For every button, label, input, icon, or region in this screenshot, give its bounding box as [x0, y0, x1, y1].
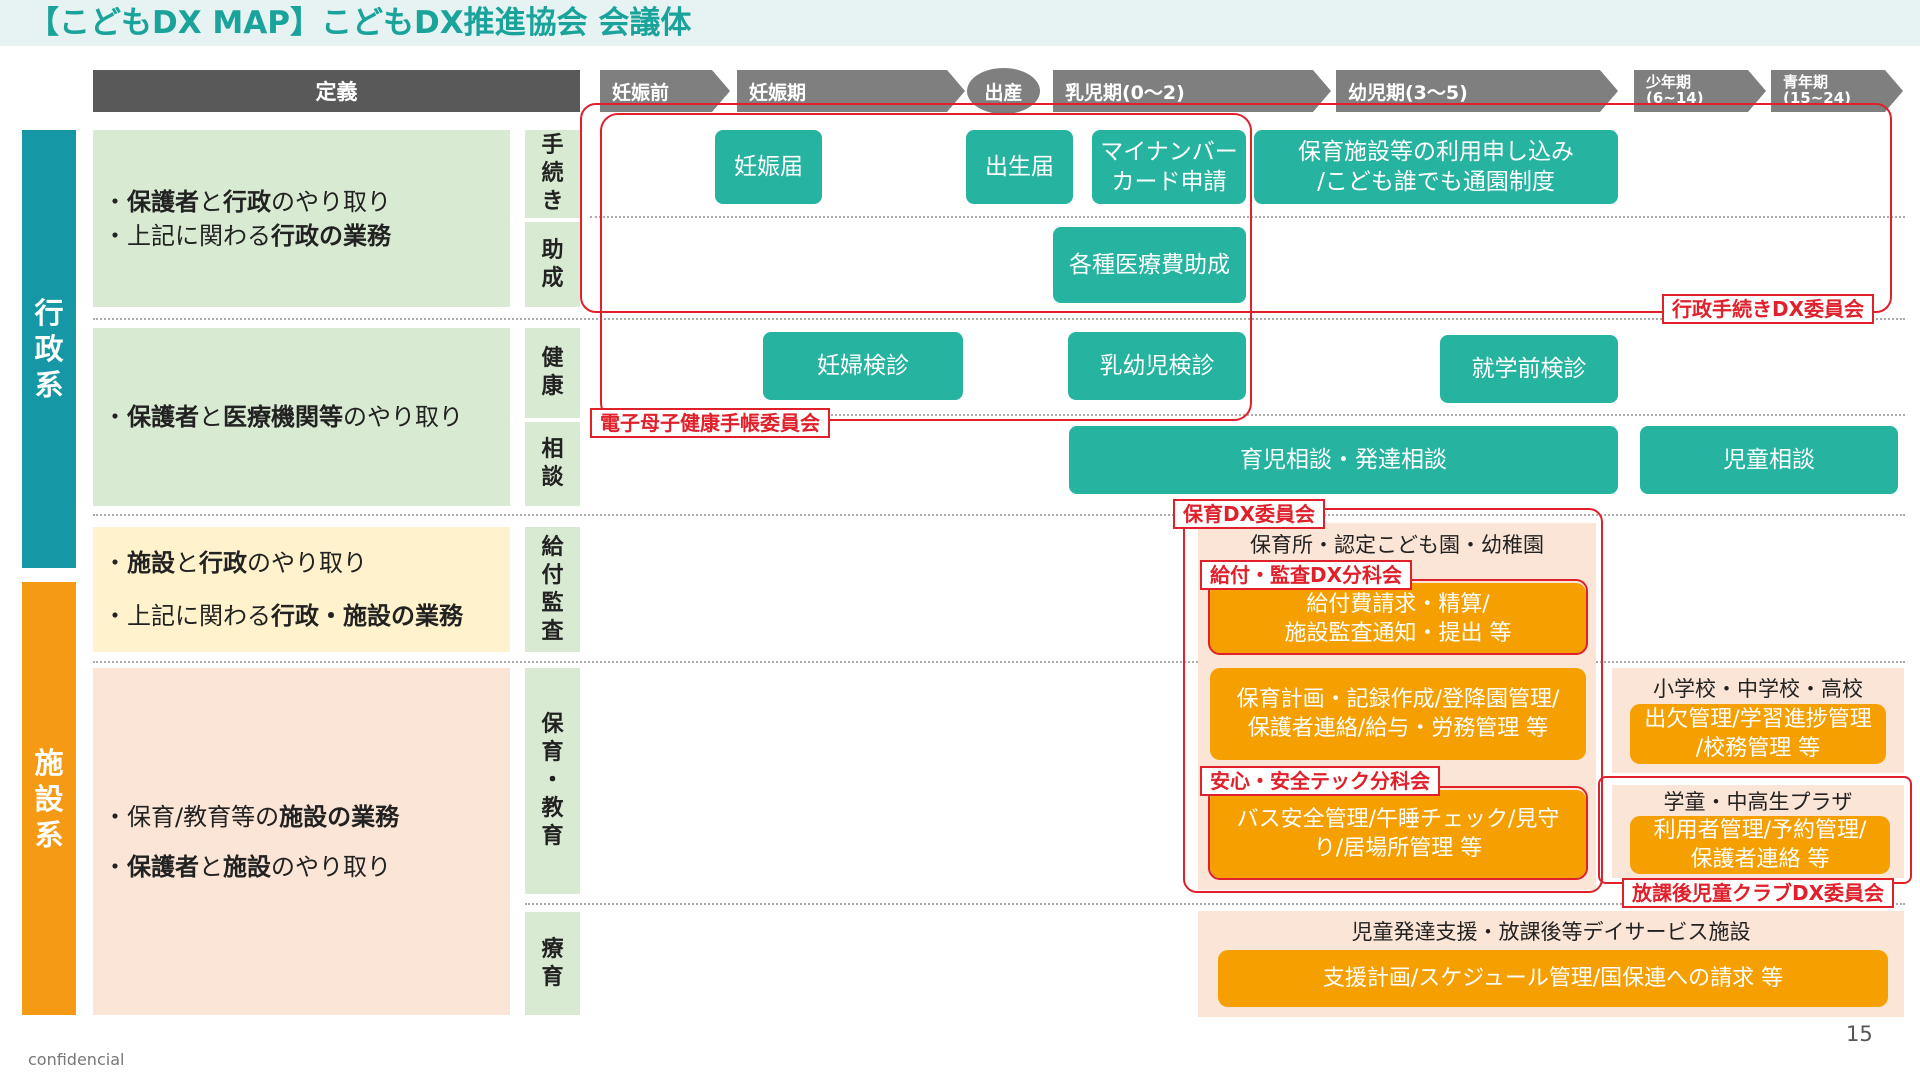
subcommittee-label-anshin: 安心・安全テック分科会 [1200, 766, 1440, 796]
bullet: ・ [103, 602, 127, 630]
ryoiku-header: 児童発達支援・放課後等デイサービス施設 [1351, 920, 1751, 944]
subcommittee-frame-anshin [1208, 786, 1588, 880]
row-separator [590, 216, 1905, 218]
box-gakudo: 利用者管理/予約管理/ 保護者連絡 等 [1630, 816, 1890, 874]
desc-line: ・上記に関わる行政の業務 [103, 219, 510, 253]
box-ryoiku: 支援計画/スケジュール管理/国保連への請求 等 [1218, 950, 1888, 1007]
desc-text: 上記に関わる [127, 602, 271, 630]
row-separator [93, 514, 1905, 516]
bullet: ・ [103, 852, 127, 881]
band-shisetsu: 施 設 系 [22, 582, 76, 1015]
stage-pre-pregnancy: 妊娠前 [600, 70, 730, 112]
desc-text: 保育/教育等の [127, 802, 280, 831]
box-hoiku-keikaku: 保育計画・記録作成/登降園管理/ 保護者連絡/給与・労務管理 等 [1210, 668, 1586, 760]
desc-line: ・保護者と医療機関等のやり取り [103, 400, 510, 434]
desc-text: と [199, 187, 223, 216]
desc-bold: 行政 [199, 549, 247, 577]
sublabel-tetsuzuki: 手 続 き [525, 130, 580, 218]
committee-frame-gyosei-tetsuzuki [580, 103, 1892, 313]
row-desc-gyosei-2: ・保護者と医療機関等のやり取り [93, 328, 510, 506]
sublabel-kyufu-kansa: 給 付 監 査 [525, 527, 580, 652]
desc-line: ・保護者と施設のやり取り [103, 850, 510, 884]
committee-label-boshi-techo: 電子母子健康手帳委員会 [590, 408, 830, 438]
band-gyosei: 行 政 系 [22, 130, 76, 568]
sublabel-ryoiku: 療 育 [525, 912, 580, 1015]
desc-text: と [199, 403, 223, 431]
school-header: 小学校・中学校・高校 [1653, 677, 1863, 701]
desc-bold: 行政・施設の業務 [271, 602, 463, 630]
committee-frame-boshi-techo [600, 113, 1252, 421]
box-bus-anzen: バス安全管理/午睡チェック/見守 り/居場所管理 等 [1210, 790, 1586, 878]
gakudo-header: 学童・中高生プラザ [1663, 790, 1853, 814]
desc-bold: 保護者 [127, 187, 199, 216]
stage-birth: 出産 [967, 68, 1040, 114]
row-separator [93, 661, 1905, 663]
committee-label-houkago: 放課後児童クラブDX委員会 [1622, 878, 1895, 908]
sublabel-hoiku-kyoiku: 保 育 ・ 教 育 [525, 668, 580, 894]
desc-bold: 保護者 [127, 852, 199, 881]
box-ikuji-soudan: 育児相談・発達相談 [1069, 426, 1618, 494]
desc-bold: 行政の業務 [271, 221, 391, 250]
box-shugaku-kenshin: 就学前検診 [1440, 335, 1618, 403]
sublabel-soudan: 相 談 [525, 422, 580, 506]
committee-frame-hoiku-dx [1183, 508, 1603, 893]
row-separator [93, 318, 1905, 320]
subcommittee-label-kyufu: 給付・監査DX分科会 [1200, 560, 1413, 590]
box-ninshin-todoke: 妊娠届 [715, 130, 822, 204]
box-kyufu: 給付費請求・精算/ 施設監査通知・提出 等 [1210, 583, 1586, 655]
confidential-note: confidencial [28, 1050, 125, 1069]
desc-text: と [199, 852, 223, 881]
hoikusho-header: 保育所・認定こども園・幼稚園 [1250, 533, 1544, 557]
row-separator [525, 903, 1905, 905]
desc-bold: 施設の業務 [279, 802, 400, 831]
row-separator [590, 414, 1905, 416]
row-desc-shisetsu-1: ・施設と行政のやり取り ・上記に関わる行政・施設の業務 [93, 527, 510, 652]
committee-label-gyosei-tetsuzuki: 行政手続きDX委員会 [1662, 294, 1875, 324]
stage-toddler: 幼児期(3〜5) [1336, 70, 1618, 112]
desc-line: ・保護者と行政のやり取り [103, 185, 510, 219]
box-jido-soudan: 児童相談 [1640, 426, 1898, 494]
page-number: 15 [1846, 1022, 1873, 1046]
desc-line: ・上記に関わる行政・施設の業務 [103, 599, 510, 633]
desc-text: と [175, 549, 199, 577]
box-shussho-todoke: 出生届 [966, 130, 1073, 204]
desc-text: のやり取り [343, 403, 463, 431]
bullet: ・ [103, 802, 127, 831]
stage-youth: 少年期 (6~14) [1634, 70, 1766, 112]
bullet: ・ [103, 549, 127, 577]
stage-pregnancy: 妊娠期 [737, 70, 965, 112]
desc-text: のやり取り [271, 187, 391, 216]
box-school: 出欠管理/学習進捗管理 /校務管理 等 [1630, 704, 1886, 764]
desc-bold: 医療機関等 [223, 403, 343, 431]
definition-header: 定義 [93, 70, 580, 112]
desc-bold: 保護者 [127, 403, 199, 431]
desc-text: のやり取り [271, 852, 391, 881]
sublabel-kenko: 健 康 [525, 328, 580, 418]
desc-bold: 施設 [127, 549, 175, 577]
box-mynumber: マイナンバー カード申請 [1092, 130, 1246, 204]
committee-label-hoiku-dx: 保育DX委員会 [1173, 499, 1326, 529]
desc-text: 上記に関わる [127, 221, 271, 250]
desc-bold: 行政 [223, 187, 271, 216]
desc-line: ・保育/教育等の施設の業務 [103, 800, 510, 834]
bullet: ・ [103, 221, 127, 250]
row-desc-gyosei-1: ・保護者と行政のやり取り ・上記に関わる行政の業務 [93, 130, 510, 307]
stage-infant: 乳児期(0〜2) [1053, 70, 1331, 112]
bullet: ・ [103, 403, 127, 431]
box-nyuyouji-kenshin: 乳幼児検診 [1068, 332, 1246, 400]
box-ninpu-kenshin: 妊婦検診 [763, 332, 963, 400]
committee-frame-houkago [1598, 776, 1912, 884]
desc-line: ・施設と行政のやり取り [103, 546, 510, 580]
box-iryohi-josei: 各種医療費助成 [1053, 227, 1246, 303]
row-desc-shisetsu-2: ・保育/教育等の施設の業務 ・保護者と施設のやり取り [93, 668, 510, 1015]
box-hoiku-moushikomi: 保育施設等の利用申し込み /こども誰でも通園制度 [1254, 130, 1618, 204]
title-bar [0, 0, 1920, 46]
subcommittee-frame-kyufu [1208, 579, 1588, 655]
page-title: 【こどもDX MAP】こどもDX推進協会 会議体 [28, 5, 692, 41]
desc-bold: 施設 [223, 852, 271, 881]
sublabel-josei: 助 成 [525, 222, 580, 307]
desc-text: のやり取り [247, 549, 367, 577]
bullet: ・ [103, 187, 127, 216]
